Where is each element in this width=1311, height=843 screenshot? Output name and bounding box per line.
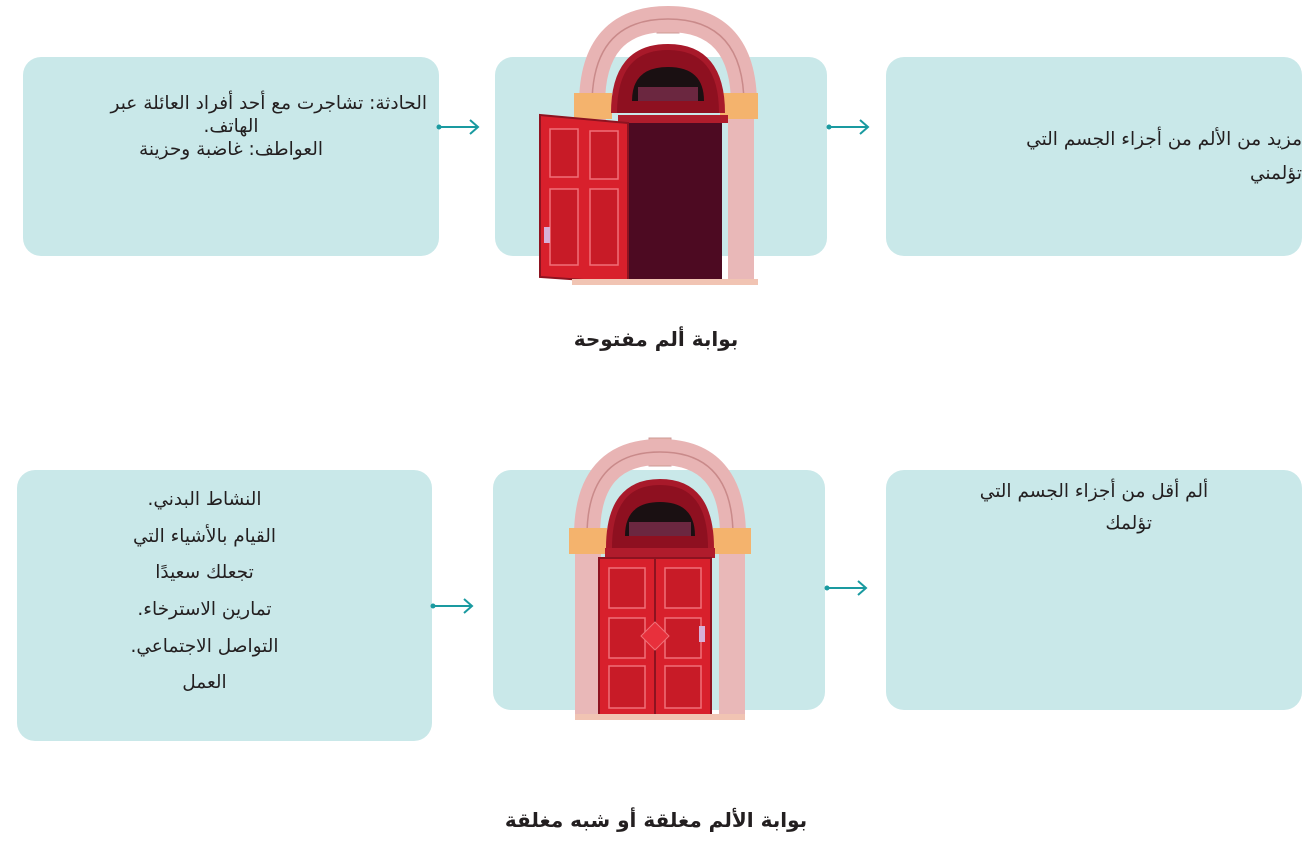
activities-text: النشاط البدني. القيام بالأشياء التي تجعل… (17, 482, 432, 702)
arrow-right-icon (430, 598, 474, 614)
more-pain-text: مزيد من الألم من أجزاء الجسم التي تؤلمني (1026, 123, 1302, 191)
arrow-right-icon (436, 119, 480, 135)
more-pain-line-2: تؤلمني (1249, 163, 1302, 185)
incident-line-3: العواطف: غاضبة وحزينة (138, 139, 323, 161)
less-pain-line-2: تؤلمك (1105, 513, 1152, 535)
closed-door-icon (569, 437, 751, 720)
incident-text: الحادثة: تشاجرت مع أحد أفراد العائلة عبر… (23, 92, 439, 161)
activity-line-1: النشاط البدني. (147, 489, 262, 510)
incident-box: الحادثة: تشاجرت مع أحد أفراد العائلة عبر… (23, 57, 439, 256)
less-pain-box: ألم أقل من أجزاء الجسم التي تؤلمك (886, 470, 1302, 710)
incident-line-1: الحادثة: تشاجرت مع أحد أفراد العائلة عبر (110, 93, 428, 114)
less-pain-text: ألم أقل من أجزاء الجسم التي تؤلمك (886, 476, 1302, 541)
open-gate-caption: بوابة ألم مفتوحة (573, 327, 739, 351)
activity-line-6: العمل (182, 672, 227, 694)
activity-line-5: التواصل الاجتماعي. (130, 635, 279, 657)
arrow-right-icon (824, 580, 868, 596)
open-door-icon (539, 5, 758, 285)
activity-line-4: تمارين الاسترخاء. (137, 598, 272, 620)
incident-line-2: الهاتف. (203, 116, 259, 138)
activity-line-3: تجعلك سعيدًا (155, 562, 254, 584)
more-pain-box: مزيد من الألم من أجزاء الجسم التي تؤلمني (886, 57, 1302, 256)
less-pain-line-1: ألم أقل من أجزاء الجسم التي (979, 481, 1209, 502)
closed-gate-caption: بوابة الألم مغلقة أو شبه مغلقة (504, 808, 808, 832)
more-pain-line-1: مزيد من الألم من أجزاء الجسم التي (1026, 129, 1302, 150)
activities-box: النشاط البدني. القيام بالأشياء التي تجعل… (17, 470, 432, 741)
activity-line-2: القيام بالأشياء التي (132, 525, 277, 547)
arrow-right-icon (826, 119, 870, 135)
